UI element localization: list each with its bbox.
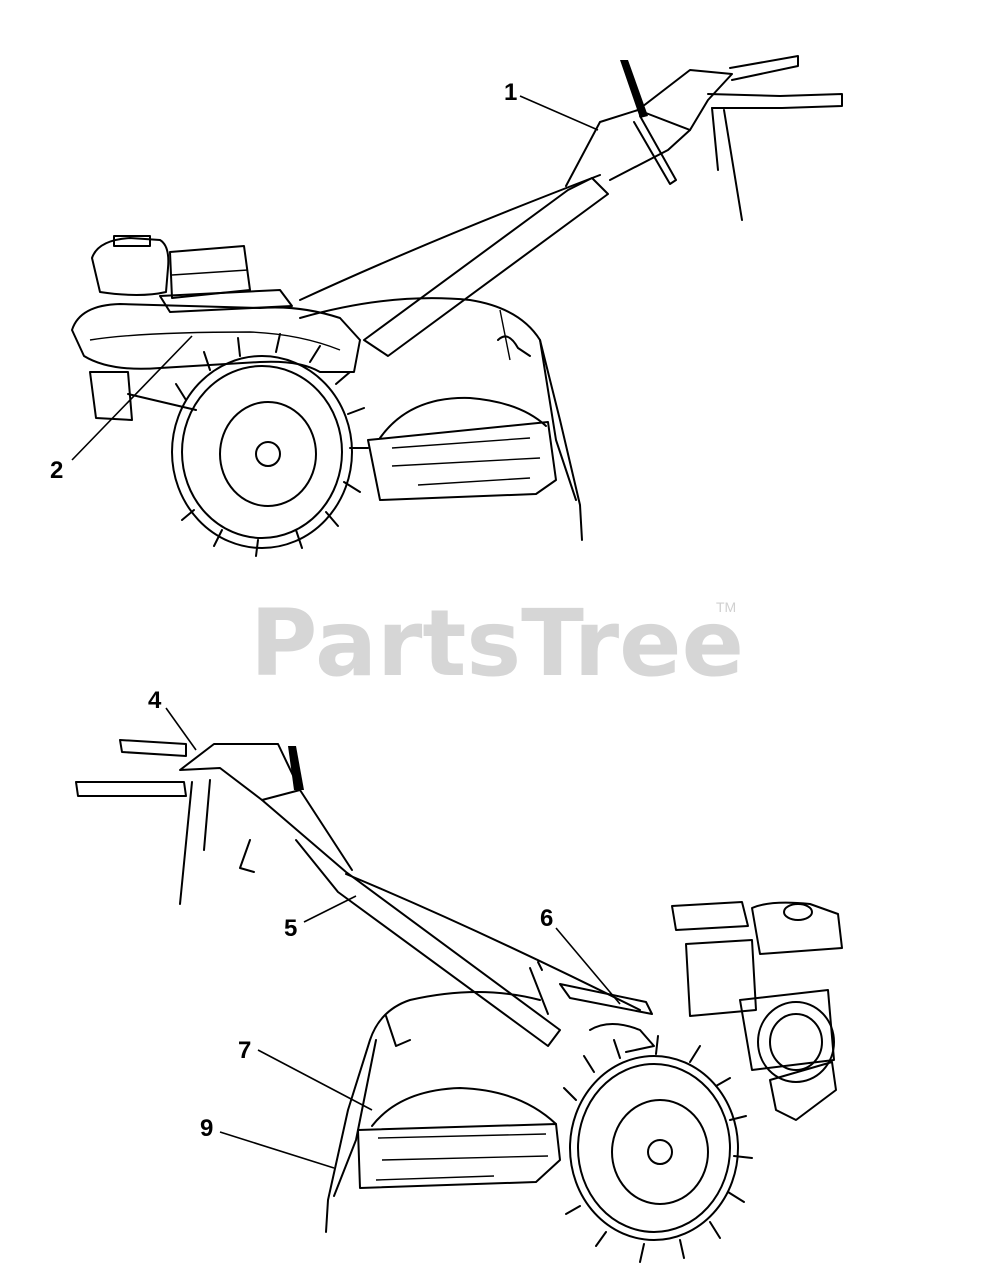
callout-7[interactable]: 7 (238, 1037, 373, 1111)
tine-hood-top (299, 297, 583, 541)
callout-label-2: 2 (50, 457, 63, 484)
leader-line-7 (257, 1049, 373, 1111)
callout-label-4: 4 (148, 687, 162, 714)
handle-top (299, 55, 843, 361)
leader-line-4 (165, 707, 197, 751)
callout-6[interactable]: 6 (540, 905, 621, 1005)
callout-9[interactable]: 9 (200, 1115, 335, 1169)
callout-label-9: 9 (200, 1115, 213, 1142)
callout-label-7: 7 (238, 1037, 251, 1064)
callout-5[interactable]: 5 (284, 895, 357, 942)
callout-label-6: 6 (540, 905, 553, 932)
engine-top (91, 235, 293, 313)
watermark-text: PartsTree (250, 590, 744, 697)
callout-4[interactable]: 4 (148, 687, 197, 751)
tiller-top-view (71, 55, 843, 557)
side-shield-top (367, 421, 557, 501)
callout-label-5: 5 (284, 915, 297, 942)
tiller-bottom-view (75, 739, 843, 1263)
leader-line-2 (71, 335, 193, 461)
tine-hood-bottom (325, 991, 541, 1233)
watermark-trademark: TM (716, 599, 736, 615)
leader-line-1 (519, 95, 599, 131)
engine-bottom (671, 901, 843, 1121)
callout-label-1: 1 (504, 79, 517, 106)
leader-line-6 (555, 927, 621, 1005)
shroud-top (71, 303, 361, 373)
leader-line-5 (303, 895, 357, 923)
wheel-bottom (563, 1035, 753, 1263)
callout-2[interactable]: 2 (50, 335, 193, 484)
callout-1[interactable]: 1 (504, 79, 599, 131)
watermark: PartsTree TM (250, 590, 744, 697)
leader-line-9 (219, 1131, 335, 1169)
side-shield-bottom (357, 1123, 561, 1189)
handle-bottom (75, 739, 641, 1047)
wheel-top (171, 333, 369, 557)
